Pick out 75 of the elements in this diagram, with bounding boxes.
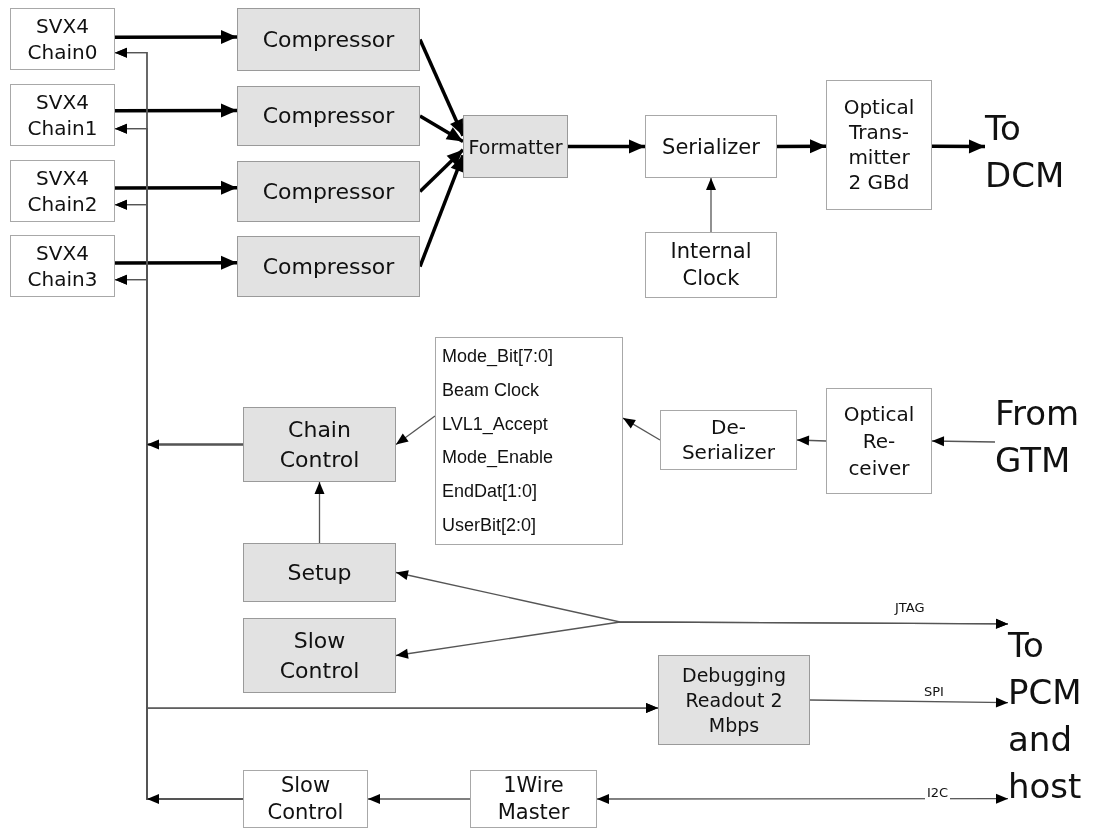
arrow — [418, 154, 465, 268]
arrow — [115, 180, 237, 195]
arrow — [622, 417, 661, 441]
box-label: SVX4 Chain0 — [26, 13, 99, 65]
process-box — [826, 80, 932, 210]
box-label: SVX4 Chain1 — [26, 89, 99, 141]
process-box — [243, 543, 396, 602]
process-box — [658, 655, 810, 745]
arrow — [115, 255, 237, 270]
signal-list-box — [435, 337, 623, 545]
box-label: Internal Clock — [669, 238, 753, 292]
box-label: De- Serializer — [680, 415, 777, 465]
edge-label: JTAG — [893, 600, 927, 615]
process-box — [826, 388, 932, 494]
box-label: Formatter — [468, 134, 563, 159]
process-box — [237, 86, 420, 146]
box-label: Optical Re- ceiver — [842, 400, 916, 482]
box-label: Compressor — [262, 103, 395, 129]
process-box — [463, 115, 568, 178]
process-box — [10, 160, 115, 222]
process-box — [237, 161, 420, 222]
box-label: Setup — [287, 559, 352, 586]
process-box — [10, 235, 115, 297]
port-label: From GTM — [995, 390, 1105, 490]
process-box — [237, 236, 420, 297]
arrow — [596, 793, 1009, 804]
arrow — [418, 38, 465, 137]
box-label: SVX4 Chain2 — [26, 165, 99, 217]
arrow — [314, 481, 325, 544]
box-label: Compressor — [262, 178, 395, 205]
box-label: Compressor — [262, 253, 395, 280]
arrow — [395, 618, 1009, 659]
process-box — [10, 84, 115, 146]
arrow — [931, 436, 996, 447]
process-box — [470, 770, 597, 828]
signal-name: LVL1_Accept — [442, 413, 548, 435]
process-box — [645, 115, 777, 178]
arrow — [146, 703, 659, 800]
box-label: Optical Trans- mitter 2 GBd — [842, 95, 916, 195]
signal-name: UserBit[2:0] — [442, 514, 537, 536]
process-box — [660, 410, 797, 470]
arrow — [932, 139, 985, 154]
arrow — [115, 103, 237, 118]
process-box — [243, 770, 368, 828]
box-label: SVX4 Chain3 — [26, 240, 99, 292]
arrow — [796, 435, 827, 446]
signal-name: Mode_Bit[7:0] — [442, 346, 554, 368]
edge-label: SPI — [922, 684, 946, 699]
box-label: Compressor — [262, 26, 395, 53]
arrow — [419, 114, 464, 143]
port-label: To DCM — [985, 105, 1080, 205]
arrow — [706, 177, 716, 233]
box-label: Slow Control — [266, 772, 345, 826]
port-label: To PCM and host — [1008, 622, 1105, 814]
process-box — [237, 8, 420, 71]
arrow — [568, 139, 645, 154]
arrow — [809, 697, 1009, 708]
arrow — [777, 139, 826, 154]
process-box — [243, 618, 396, 693]
signal-name: EndDat[1:0] — [442, 480, 538, 502]
signal-name: Beam Clock — [442, 380, 540, 401]
arrow — [115, 30, 237, 44]
box-label: Chain Control — [278, 415, 361, 474]
arrow — [367, 794, 471, 804]
arrow — [418, 148, 465, 193]
box-label: Slow Control — [278, 626, 361, 685]
arrow — [395, 415, 436, 446]
box-label: Serializer — [662, 133, 760, 160]
process-box — [243, 407, 396, 482]
box-label: Debugging Readout 2 Mbps — [681, 662, 787, 738]
signal-name: Mode_Enable — [442, 447, 554, 469]
process-box — [645, 232, 777, 298]
box-label: 1Wire Master — [496, 772, 571, 826]
process-box — [10, 8, 115, 70]
edge-label: I2C — [925, 785, 951, 800]
